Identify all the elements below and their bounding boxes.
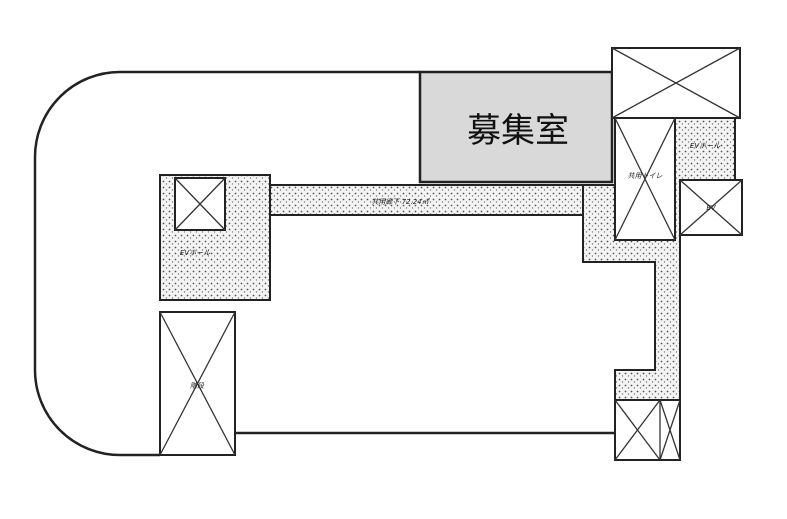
corridor-label: 共用廊下 72.24㎡ <box>371 197 430 206</box>
ev-label: EV <box>706 204 716 212</box>
left-core: EVホール 階段 <box>159 174 271 456</box>
toilet-label: 共用トイレ <box>628 172 663 180</box>
stair-label-left: 階段 <box>190 382 205 390</box>
vacant-room-label: 募集室 <box>467 111 569 151</box>
building-outline <box>33 70 420 457</box>
common-corridor: 共用廊下 72.24㎡ <box>234 184 613 216</box>
ev-hall-label-right: EVホール <box>690 142 721 150</box>
ev-hall-label-left: EVホール <box>180 249 211 257</box>
right-core: 共用トイレ EVホール EV <box>582 47 743 461</box>
vacant-room[interactable]: 募集室 <box>418 70 614 184</box>
